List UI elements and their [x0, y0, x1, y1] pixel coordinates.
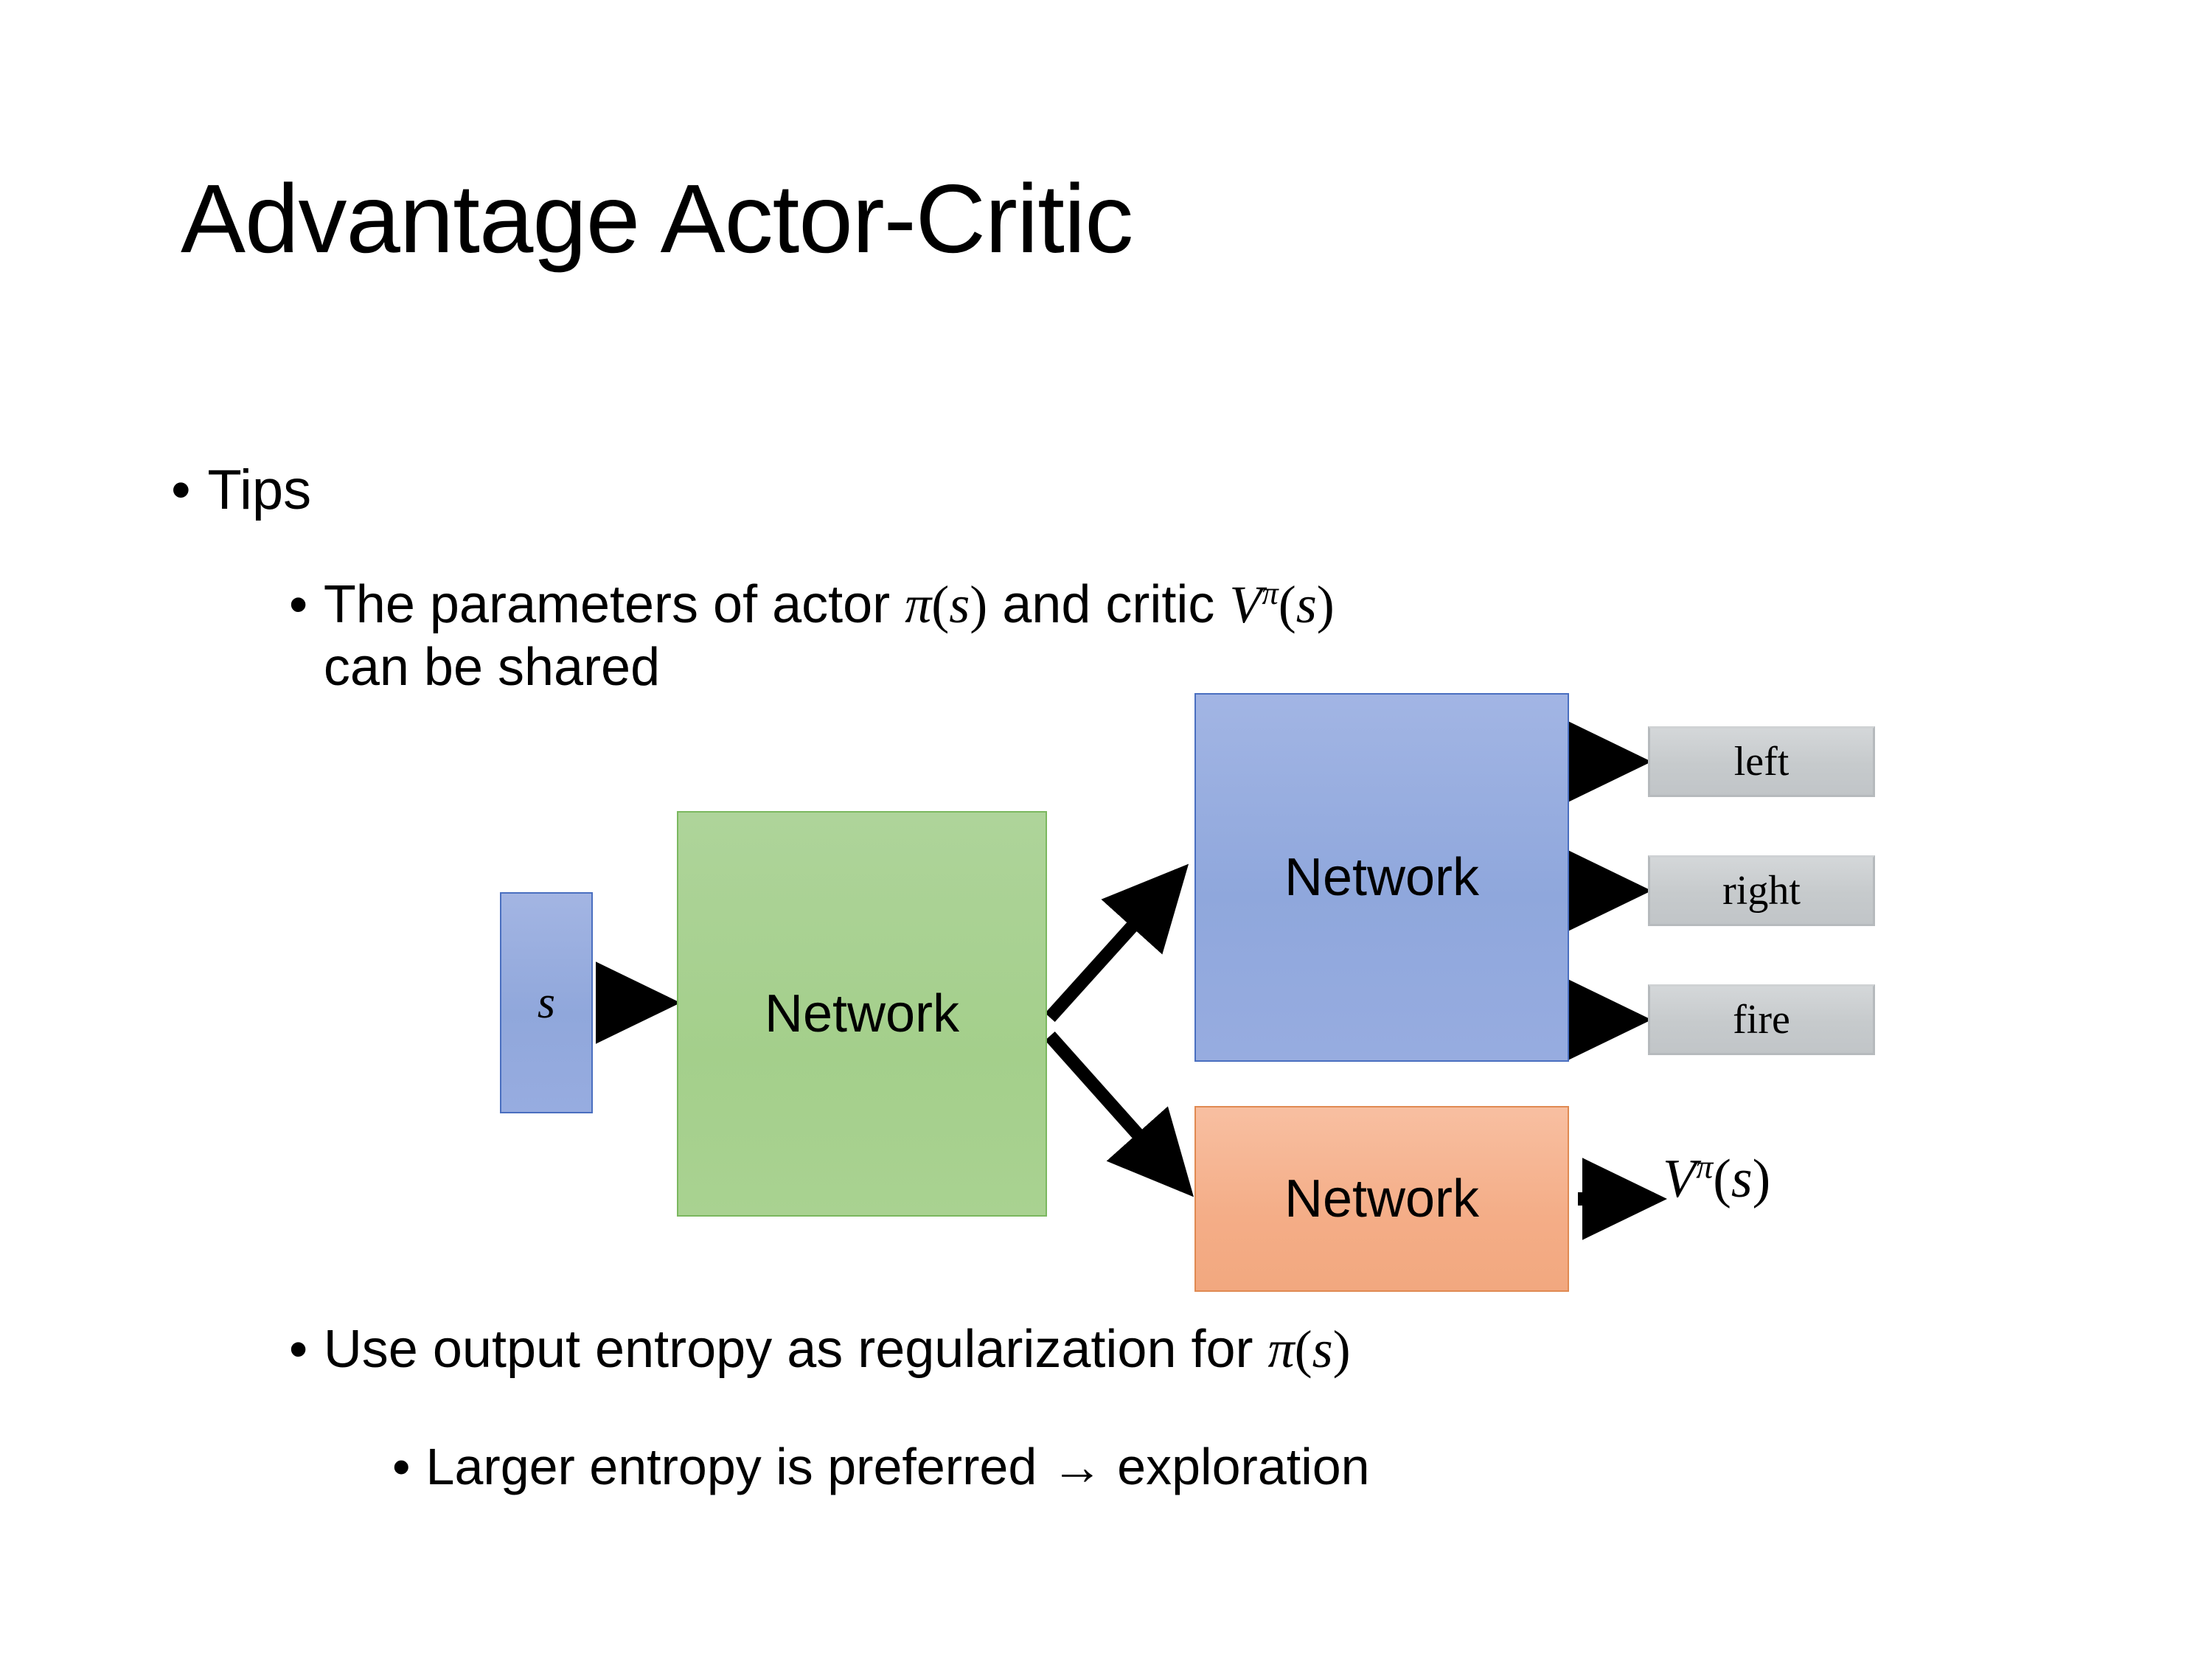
pi-symbol: π: [905, 575, 932, 634]
s-symbol: s: [1731, 1149, 1753, 1209]
action-output-label: fire: [1733, 997, 1790, 1043]
paren-open: (: [1294, 1320, 1312, 1379]
critic-network-label: Network: [1284, 1169, 1480, 1228]
paren-open: (: [1278, 575, 1296, 634]
shared-network-label: Network: [764, 984, 960, 1043]
input-state-label: s: [537, 977, 556, 1028]
page-title: Advantage Actor-Critic: [181, 164, 1133, 273]
pi-symbol: π: [1267, 1320, 1295, 1379]
paren-close: ): [970, 575, 988, 634]
bullet-larger-entropy: • Larger entropy is preferred → explorat…: [392, 1436, 1370, 1498]
arrow-shared-to-critic-network: [1045, 1032, 1194, 1197]
entropy-prefix: Use output entropy as regularization for: [323, 1320, 1268, 1379]
paren-close: ): [1316, 575, 1335, 634]
bullet-entropy-text: Use output entropy as regularization for…: [324, 1318, 1351, 1381]
paren-open: (: [931, 575, 950, 634]
s-symbol: s: [949, 575, 970, 634]
v-symbol: V: [1229, 575, 1262, 634]
shared-params-middle: and critic: [987, 575, 1230, 634]
action-output-label: left: [1733, 739, 1790, 785]
s-symbol: s: [1312, 1320, 1333, 1379]
superscript-pi: π: [1262, 574, 1279, 611]
bullet-marker-icon: •: [392, 1438, 411, 1495]
s-symbol: s: [1295, 575, 1317, 634]
bullet-marker-icon: •: [289, 575, 308, 634]
bullet-tips: • Tips: [171, 457, 311, 524]
bullet-marker-icon: •: [289, 1320, 308, 1379]
bullet-entropy-regularization: • Use output entropy as regularization f…: [289, 1318, 1351, 1381]
actor-network-box: Network: [1194, 693, 1569, 1062]
actor-network-label: Network: [1284, 848, 1480, 907]
v-symbol: V: [1663, 1149, 1697, 1209]
superscript-pi: π: [1696, 1147, 1714, 1186]
paren-close: ): [1752, 1149, 1771, 1209]
input-state-box: s: [500, 892, 593, 1113]
bullet-tips-label: Tips: [207, 459, 312, 521]
bullet-larger-entropy-label: Larger entropy is preferred → exploratio…: [425, 1438, 1370, 1495]
bullet-marker-icon: •: [171, 459, 191, 521]
critic-network-box: Network: [1194, 1106, 1569, 1292]
shared-network-box: Network: [677, 811, 1047, 1217]
action-output-right: right: [1648, 855, 1875, 926]
bullet-shared-parameters: • The parameters of actor π(s) and criti…: [289, 574, 2044, 699]
action-output-fire: fire: [1648, 984, 1875, 1055]
shared-params-prefix: The parameters of actor: [323, 575, 905, 634]
paren-close: ): [1332, 1320, 1351, 1379]
shared-params-line2: can be shared: [323, 637, 661, 697]
paren-open: (: [1713, 1149, 1731, 1209]
arrow-shared-to-actor-network: [1045, 863, 1189, 1023]
critic-value-output-label: Vπ(s): [1663, 1147, 1770, 1211]
action-output-left: left: [1648, 726, 1875, 797]
action-output-label: right: [1722, 868, 1801, 914]
bullet-shared-parameters-text: The parameters of actor π(s) and critic …: [324, 574, 1335, 699]
